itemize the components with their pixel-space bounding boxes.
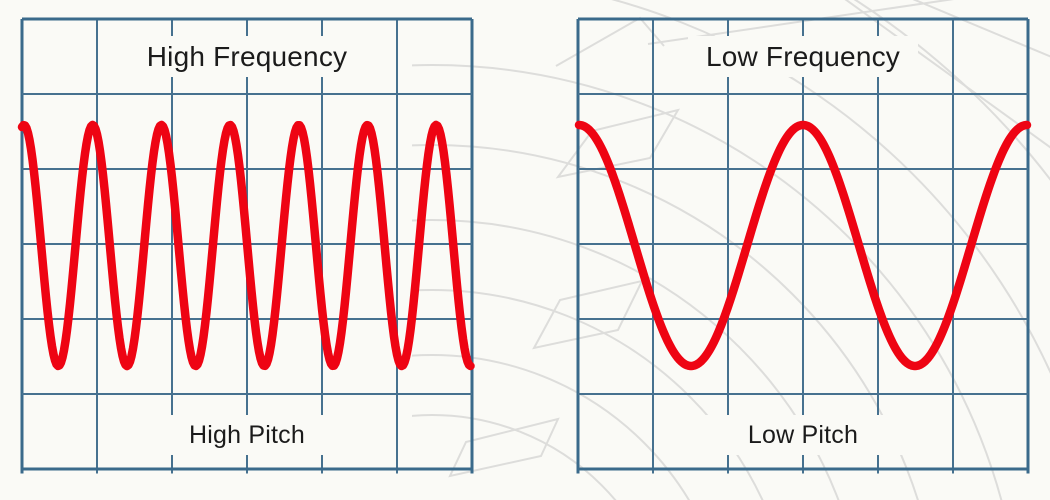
panel-caption-high-pitch: High Pitch (140, 415, 354, 455)
watermark-shape (532, 279, 644, 350)
watermark-arc (412, 64, 1003, 500)
watermark-arc (412, 289, 764, 500)
panel-title-high-frequency: High Frequency (132, 36, 362, 77)
panel-caption-low-pitch: Low Pitch (696, 415, 910, 455)
watermark-shape (555, 108, 681, 179)
panel-title-low-frequency: Low Frequency (688, 36, 918, 77)
wave-high-frequency (17, 120, 475, 371)
watermark-arc (412, 354, 690, 500)
watermark-shape (448, 417, 560, 478)
watermark-shape (555, 16, 665, 67)
watermark-arc (412, 414, 617, 500)
watermark-arc (412, 219, 840, 500)
wave-low-frequency (574, 120, 1032, 371)
grid-low-frequency (576, 17, 1030, 474)
